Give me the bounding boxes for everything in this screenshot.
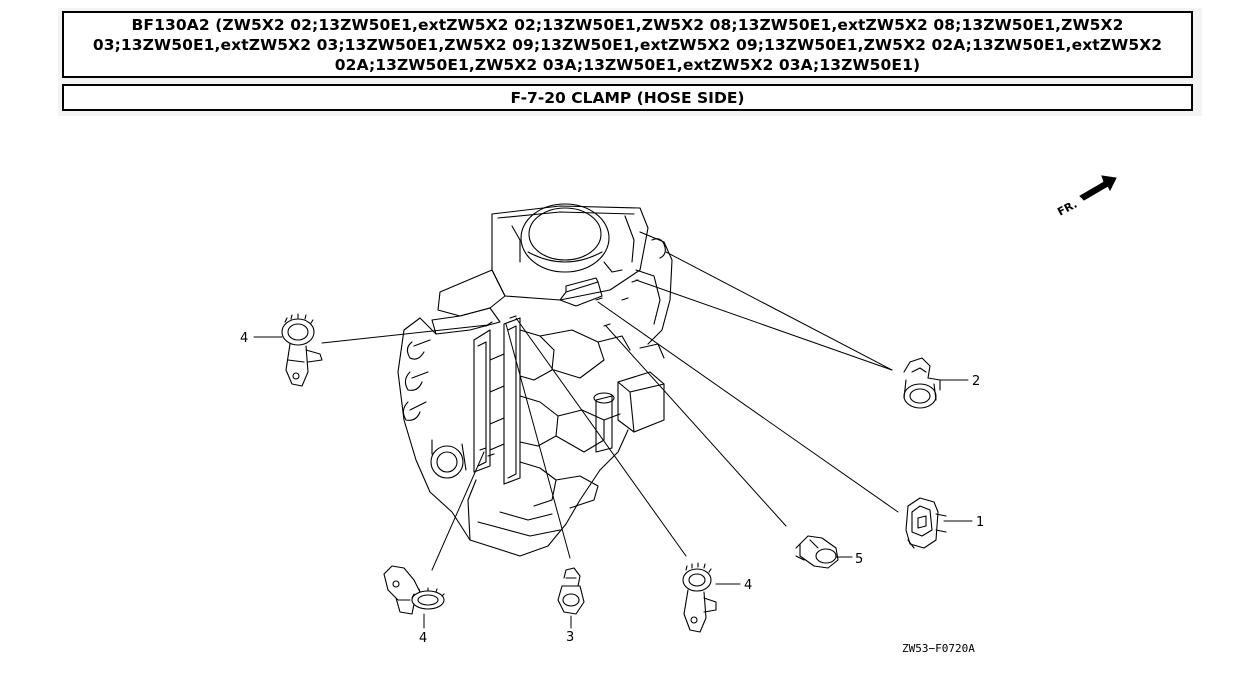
callout-4-left: 4 — [240, 331, 248, 346]
callout-5: 5 — [855, 552, 863, 567]
front-direction-indicator: FR. — [1055, 175, 1117, 219]
model-title: BF130A2 (ZW5X2 02;13ZW50E1,extZW5X2 02;1… — [92, 15, 1163, 74]
callout-ticks — [253, 336, 973, 629]
clamp-part-4-bottom-left — [383, 565, 445, 615]
drawing-code: ZW53−F0720A — [902, 642, 975, 655]
callout-3: 3 — [566, 630, 574, 645]
callout-4-bottom-left: 4 — [419, 631, 427, 646]
clamp-part-1 — [905, 497, 947, 549]
callout-2: 2 — [972, 374, 980, 389]
clamp-part-3 — [557, 567, 585, 615]
model-title-box: BF130A2 (ZW5X2 02;13ZW50E1,extZW5X2 02;1… — [62, 11, 1193, 78]
engine-block — [397, 203, 673, 557]
clamp-part-4-left — [281, 313, 323, 387]
clamp-part-2 — [903, 357, 941, 409]
clamp-part-5 — [795, 535, 839, 569]
section-title-box: F-7-20 CLAMP (HOSE SIDE) — [62, 84, 1193, 111]
leader-lines — [321, 251, 899, 571]
callout-4-bottom-right: 4 — [744, 578, 752, 593]
callout-1: 1 — [976, 515, 984, 530]
section-title: F-7-20 CLAMP (HOSE SIDE) — [510, 88, 745, 107]
fr-label: FR. — [1055, 198, 1079, 219]
clamp-part-4-bottom-right — [682, 562, 717, 633]
